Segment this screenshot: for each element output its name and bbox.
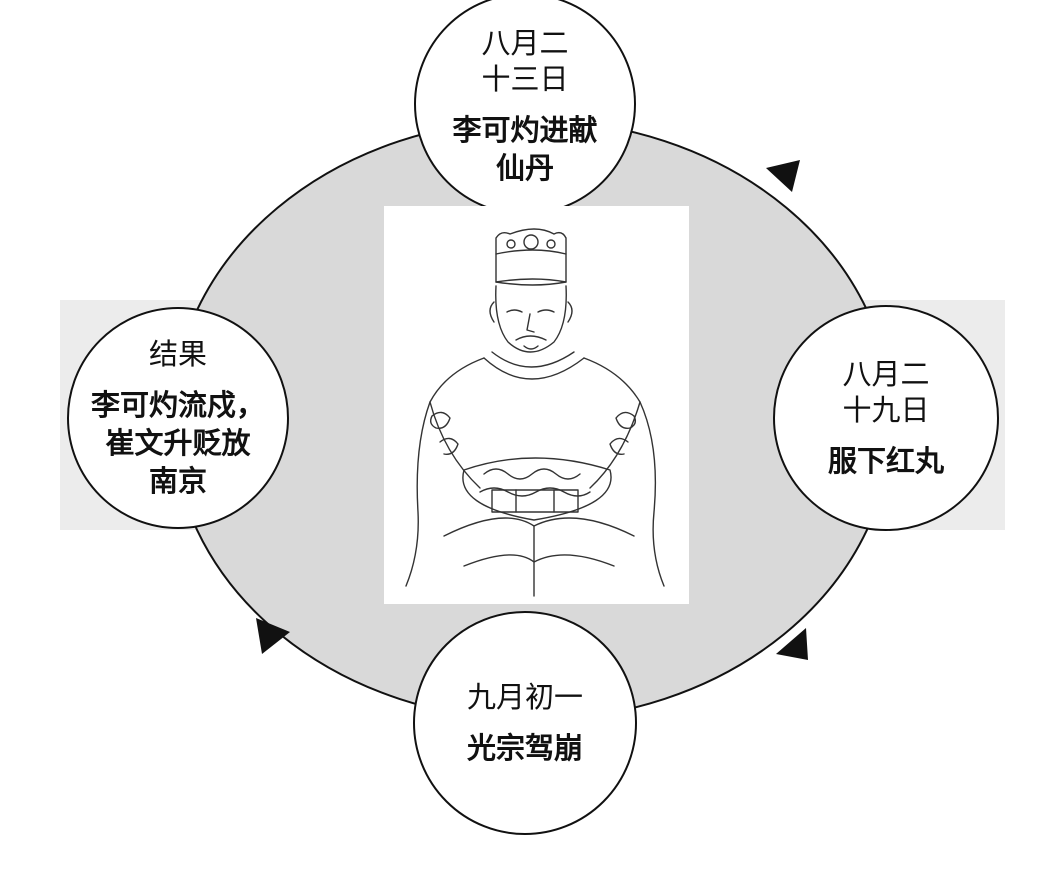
node-circle-left — [67, 307, 289, 529]
arrow-bottom-right — [776, 628, 808, 660]
node-bottom: 九月初一 光宗驾崩 — [425, 660, 625, 786]
arrow-top-right — [766, 160, 800, 192]
node-left-event-line-1: 李可灼流戍， — [90, 388, 265, 422]
node-left-event-line-2: 崔文升贬放 — [105, 426, 251, 460]
node-right-date-line-1: 八月二 — [842, 357, 930, 391]
node-bottom-event-line-1: 光宗驾崩 — [466, 731, 583, 765]
node-top-date-line-1: 八月二 — [481, 26, 569, 60]
node-left: 结果 李可灼流戍， 崔文升贬放 南京 — [78, 322, 278, 514]
node-left-event-line-3: 南京 — [148, 464, 207, 498]
node-circle-bottom — [413, 611, 637, 835]
portrait-panel — [384, 206, 689, 604]
arrow-bottom-left — [256, 618, 290, 654]
node-circle-right — [773, 305, 999, 531]
node-bottom-date-line-1: 九月初一 — [466, 680, 583, 714]
node-top-event-line-1: 李可灼进献 — [452, 113, 598, 147]
node-top: 八月二 十三日 李可灼进献 仙丹 — [425, 8, 625, 204]
node-left-date-line-1: 结果 — [148, 337, 207, 371]
node-right-date-line-2: 十九日 — [842, 393, 930, 427]
node-top-date-line-2: 十三日 — [481, 62, 569, 96]
node-top-event-line-2: 仙丹 — [495, 151, 554, 185]
seated-emperor-portrait-icon — [405, 228, 665, 597]
node-right-event-line-1: 服下红丸 — [827, 444, 944, 478]
node-right: 八月二 十九日 服下红丸 — [786, 328, 986, 508]
